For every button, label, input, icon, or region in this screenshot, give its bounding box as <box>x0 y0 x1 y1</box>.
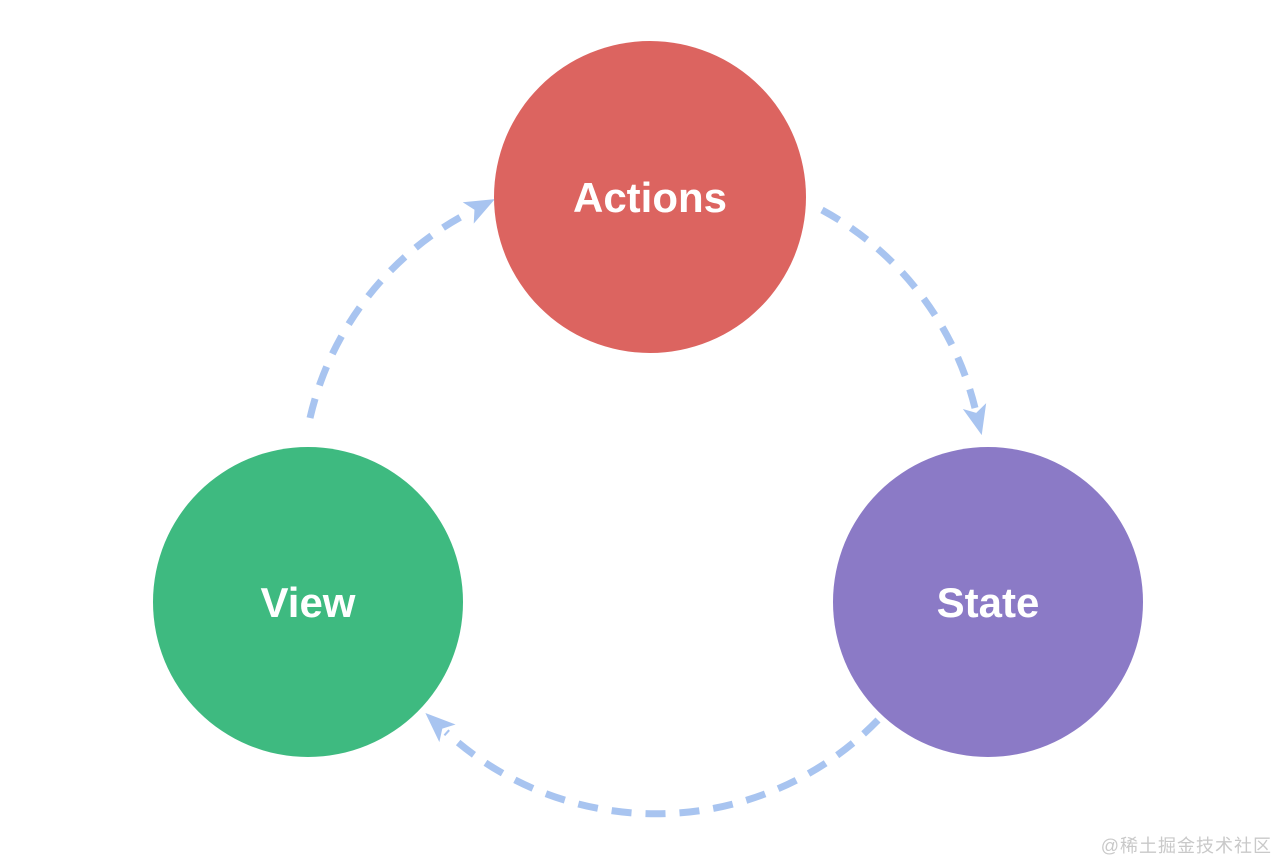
edge-state-to-view <box>425 713 881 818</box>
node-view: View <box>153 447 463 757</box>
watermark: @稀土掘金技术社区 <box>1100 836 1272 856</box>
node-view-label: View <box>261 579 356 626</box>
edge-view-to-actions <box>306 199 495 419</box>
node-actions-circle <box>494 41 806 353</box>
node-view-circle <box>153 447 463 757</box>
node-state-label: State <box>937 579 1040 626</box>
node-actions: Actions <box>494 41 806 353</box>
node-actions-label: Actions <box>573 174 727 221</box>
node-state: State <box>833 447 1143 757</box>
edge-actions-to-state <box>820 206 987 436</box>
node-state-circle <box>833 447 1143 757</box>
